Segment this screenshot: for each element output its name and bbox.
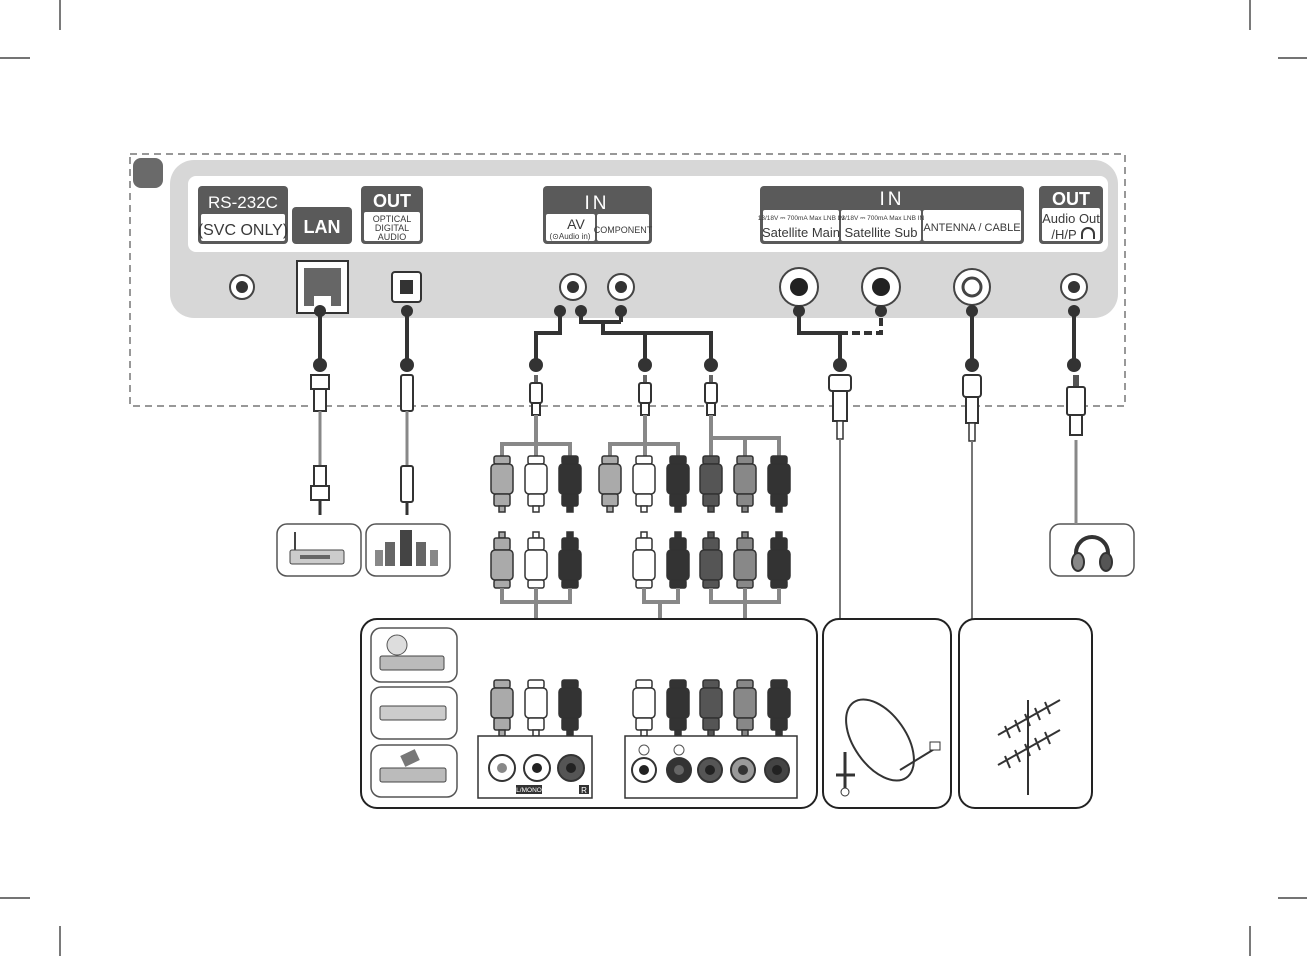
av-port[interactable]: [559, 273, 587, 301]
dvd-player-icon: [370, 627, 458, 683]
optical-label: OUT OPTICAL DIGITAL AUDIO: [361, 186, 423, 244]
antenna-icon: [997, 699, 1061, 795]
lan-port[interactable]: [296, 260, 349, 314]
router-icon: [276, 523, 362, 577]
set-top-box-icon: [370, 686, 458, 740]
rca-row-2: [490, 531, 791, 589]
av-sub-label: (⊙Audio in): [550, 232, 591, 241]
panel-tab: [133, 158, 163, 188]
component-port[interactable]: [607, 273, 635, 301]
rca-branches-top: [500, 415, 781, 456]
component-mini-jack-2: [704, 374, 718, 416]
camcorder-icon: [370, 744, 458, 798]
satellite-dish-icon: [836, 698, 941, 797]
sat-sub-label: Satellite Sub: [845, 225, 918, 240]
optical-cable: [400, 374, 414, 515]
antenna-tile: [958, 618, 1093, 809]
optical-line1: OPTICAL: [373, 214, 412, 224]
component-mini-jack-1: [638, 374, 652, 416]
lan-cable: [310, 374, 330, 515]
optical-badge: OUT: [373, 191, 411, 211]
component-label: COMPONENT: [594, 225, 653, 235]
audio-out-line2: /H/P: [1051, 227, 1076, 242]
headphone-mini-icon: [1081, 227, 1095, 239]
sat-main-spec: 13/18V ⎓ 700mA Max LNB IN: [758, 215, 845, 222]
headphones-icon: [1049, 523, 1135, 577]
satellite-main-port[interactable]: [779, 267, 819, 307]
rca-row-3: [490, 679, 791, 737]
headphone-jack: [1066, 375, 1086, 436]
satellite-cable: [828, 374, 852, 619]
rca-row-1: [490, 455, 791, 513]
satellite-sub-port[interactable]: [861, 267, 901, 307]
audio-out-badge: OUT: [1052, 189, 1090, 209]
lan-title: LAN: [304, 217, 341, 237]
r-label: R: [581, 786, 587, 795]
sat-badge: IN: [880, 189, 905, 210]
av-source-jacks: L/MONO R: [477, 735, 593, 799]
speaker-system-icon: [365, 523, 451, 577]
port-dots: [313, 305, 1081, 372]
antenna-cable: [962, 374, 982, 619]
optical-line3: AUDIO: [378, 232, 407, 242]
antenna-cable-port[interactable]: [953, 268, 991, 306]
av-badge: IN: [585, 193, 610, 214]
rs232-title: RS-232C: [208, 193, 278, 212]
rs232-sub: (SVC ONLY): [198, 222, 288, 239]
l-mono-label: L/MONO: [516, 787, 542, 794]
audio-out-port[interactable]: [1060, 273, 1088, 301]
rs232-port[interactable]: [229, 274, 255, 300]
av-label: AV: [567, 216, 585, 232]
antenna-cable-label: ANTENNA / CABLE: [923, 222, 1020, 234]
av-mini-jack: [529, 374, 543, 416]
audio-out-line1: Audio Out: [1042, 211, 1100, 226]
satellite-antenna-label: IN 13/18V ⎓ 700mA Max LNB IN Satellite M…: [758, 186, 1024, 244]
port-cables: [318, 311, 1076, 365]
lan-label: LAN: [292, 207, 352, 244]
sat-main-label: Satellite Main: [762, 225, 840, 240]
component-source-jacks: [624, 735, 798, 799]
rs232-label: RS-232C (SVC ONLY): [198, 186, 288, 244]
ports: [229, 260, 1088, 314]
audio-out-label: OUT Audio Out /H/P: [1039, 186, 1103, 244]
sat-sub-spec: 13/18V ⎓ 700mA Max LNB IN: [838, 215, 925, 222]
dashed-region: [129, 153, 1126, 407]
optical-line2: DIGITAL: [375, 223, 409, 233]
av-component-label: IN AV (⊙Audio in) COMPONENT: [543, 186, 653, 244]
optical-port[interactable]: [391, 271, 422, 303]
